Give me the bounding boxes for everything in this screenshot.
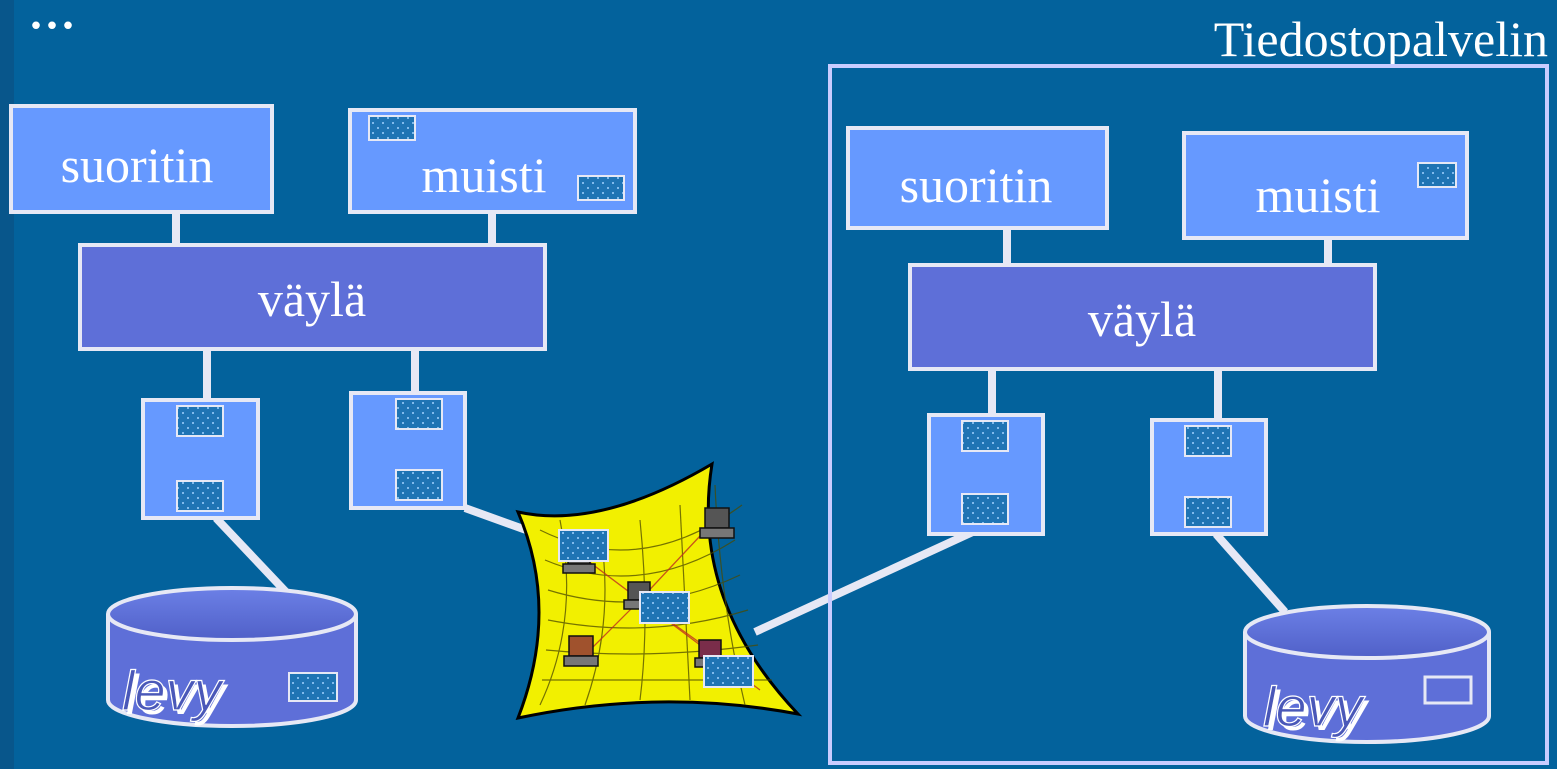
disk-cylinder bbox=[1243, 604, 1491, 744]
cpu-box bbox=[846, 126, 1109, 230]
cpu-label: suoritin bbox=[900, 157, 1053, 213]
bus-box bbox=[908, 263, 1377, 371]
data-block-icon bbox=[1184, 425, 1232, 457]
data-block-icon bbox=[368, 115, 416, 141]
data-block-icon bbox=[288, 672, 338, 702]
bus-box bbox=[78, 243, 547, 351]
data-block-icon bbox=[176, 480, 224, 512]
computer-node-icon bbox=[699, 507, 735, 539]
data-block-icon bbox=[961, 493, 1009, 525]
controller-disk-connector bbox=[1213, 531, 1288, 615]
controller-disk-connector bbox=[213, 515, 289, 595]
data-block-icon bbox=[558, 529, 609, 562]
data-block-icon bbox=[577, 175, 625, 201]
memory-label: muisti bbox=[1255, 167, 1380, 223]
empty-block-icon bbox=[1423, 675, 1473, 705]
memory-label: muisti bbox=[421, 147, 546, 203]
data-block-icon bbox=[703, 655, 754, 688]
data-block-icon bbox=[395, 398, 443, 430]
data-block-icon bbox=[176, 405, 224, 437]
disk-label: levy bbox=[122, 659, 225, 722]
data-block-icon bbox=[1417, 162, 1457, 188]
disk-label-shadow: levy bbox=[126, 663, 229, 726]
cpu-label: suoritin bbox=[61, 137, 214, 193]
slide-title-partial: ... bbox=[28, 0, 76, 42]
network-server-connector bbox=[753, 526, 979, 636]
cpu-box bbox=[9, 104, 274, 214]
bus-label: väylä bbox=[1088, 291, 1196, 347]
disk-label-shadow: levy bbox=[1267, 679, 1370, 742]
data-block-icon bbox=[1184, 496, 1232, 528]
data-block-icon bbox=[639, 591, 690, 624]
network-cloud-icon bbox=[515, 461, 803, 721]
server-label: Tiedostopalvelin bbox=[1214, 11, 1548, 67]
computer-node-icon bbox=[563, 635, 599, 667]
data-block-icon bbox=[961, 420, 1009, 452]
server-frame bbox=[828, 64, 1549, 765]
data-block-icon bbox=[395, 469, 443, 501]
disk-label: levy bbox=[1263, 675, 1366, 738]
server-computer: suoritin muisti väylä levy levy bbox=[846, 126, 1491, 744]
client-computer: suoritin muisti väylä levy levy bbox=[9, 104, 637, 728]
bus-label: väylä bbox=[258, 271, 366, 327]
